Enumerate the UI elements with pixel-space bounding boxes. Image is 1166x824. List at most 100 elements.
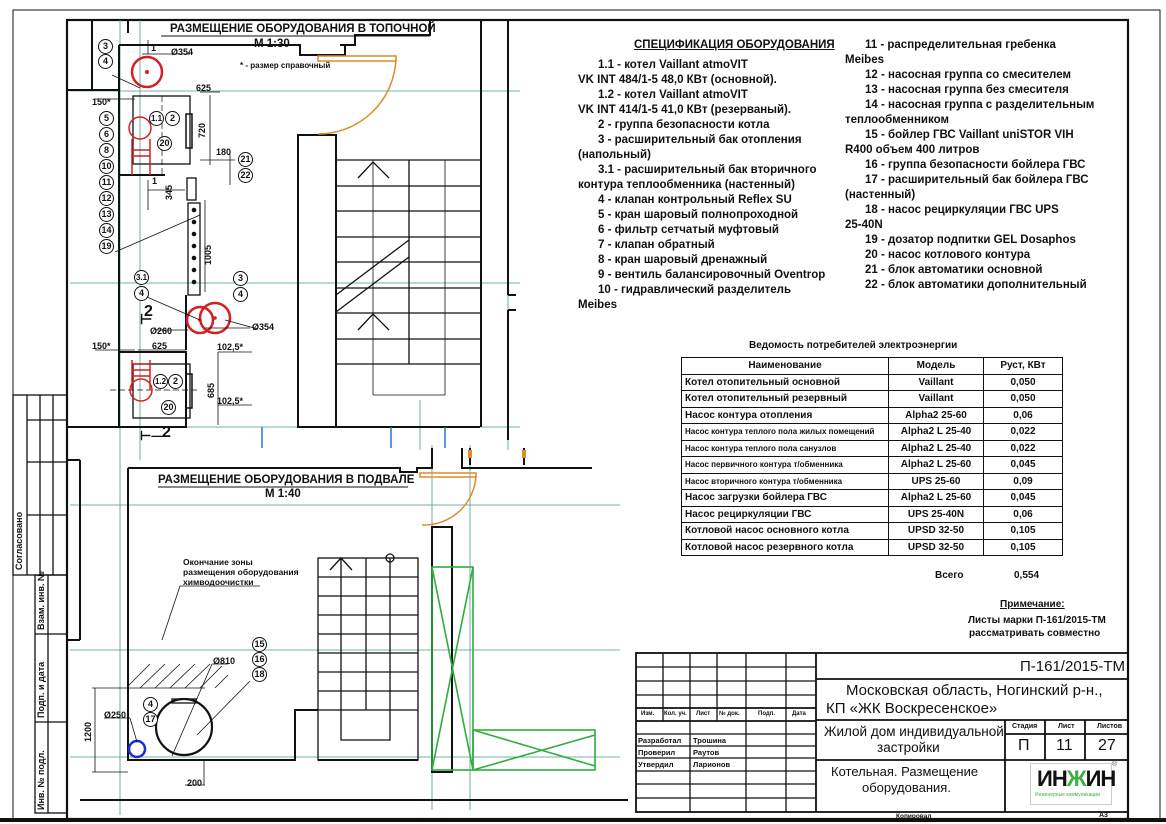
spec-item: Meibes (845, 54, 884, 66)
consumer-model: Vaillant (888, 390, 984, 408)
consumer-name: Котел отопительный резервный (681, 390, 889, 408)
spec-item: 15 - бойлер ГВС Vaillant uniSTOR VIH (865, 129, 1074, 141)
col-header: № док. (719, 711, 740, 717)
spec-item: теплообменником (845, 114, 949, 126)
spec-item: Meibes (578, 299, 617, 311)
lower-plan-scale: М 1:40 (265, 488, 301, 500)
callout-bubble: 17 (143, 712, 158, 727)
specification-title: СПЕЦИФИКАЦИЯ ОБОРУДОВАНИЯ (634, 39, 835, 51)
callout-bubble: 11 (99, 175, 114, 190)
boiler-2-outline (110, 351, 200, 428)
role-name: Трошина (693, 736, 727, 745)
spec-item: 2 - группа безопасности котла (598, 119, 770, 131)
location-line2: КП «ЖК Воскресенское» (826, 700, 998, 717)
dim-label: 1200 (83, 721, 93, 742)
spec-item: 5 - кран шаровый полнопроходной (598, 209, 799, 221)
tank-354-center (213, 316, 217, 320)
callout-bubble: 2 (165, 111, 180, 126)
dim-label: 150* (92, 97, 111, 107)
dim-label: Ø260 (150, 326, 173, 336)
callout-bubble: 18 (252, 667, 267, 682)
location-line1: Московская область, Ногинский р-н., (846, 682, 1103, 699)
zone-note-line: химводоочистки (183, 577, 254, 587)
zone-note-line: размещения оборудования (183, 567, 299, 577)
object-line2: застройки (877, 740, 940, 755)
dim-label: 150* (92, 341, 111, 351)
side-label-inv-no: Инв. № подл. (36, 750, 46, 810)
upper-door (317, 55, 397, 135)
callout-bubble: 12 (99, 191, 114, 206)
tank-354-top-center (145, 70, 149, 74)
dim-label: 625 (152, 341, 168, 351)
callout-bubble: 8 (99, 143, 114, 158)
dim-label: Ø250 (104, 710, 127, 720)
col-header-name: Наименование (681, 357, 889, 375)
col-header: Подп. (758, 711, 775, 717)
callout-bubble: 15 (252, 637, 267, 652)
callout-bubble: 5 (99, 111, 114, 126)
spec-item: 10 - гидравлический разделитель (598, 284, 792, 296)
hatched-zone (127, 663, 229, 689)
callout-bubble: 14 (99, 223, 114, 238)
tank-260-mid (185, 305, 215, 335)
callout-bubble: 13 (99, 207, 114, 222)
consumer-model: Alpha2 L 25-60 (888, 489, 984, 507)
dim-label: Ø354 (171, 47, 194, 57)
dim-label: 720 (197, 122, 207, 138)
agreed-label: Согласовано (14, 511, 24, 570)
format-label: А3 (1099, 812, 1108, 819)
dim-label: 102,5* (217, 396, 244, 406)
title-block-grid (635, 652, 1129, 813)
consumer-model: UPS 25-40N (888, 505, 984, 523)
role-name: Ларионов (693, 760, 731, 769)
dim-label: 180 (216, 147, 232, 157)
col-header-power: Pуст, КВт (983, 357, 1063, 375)
consumer-name: Котловой насос резервного котла (681, 538, 889, 556)
consumer-model: Alpha2 L 25-40 (888, 439, 984, 457)
section-mark-top: 2 (144, 303, 153, 320)
sheet-label: Лист (1058, 723, 1075, 730)
lower-door (419, 472, 477, 526)
boiler-2-pump (129, 360, 153, 402)
total-value: 0,554 (1014, 570, 1040, 581)
upper-plan-title: РАЗМЕЩЕНИЕ ОБОРУДОВАНИЯ В ТОПОЧНОЙ (170, 23, 436, 35)
col-header: Лист (696, 711, 711, 717)
spec-item: 1.2 - котел Vaillant atmoVIT (598, 89, 748, 101)
spec-item: контура теплообменника (настенный) (578, 179, 795, 191)
consumer-power: 0,045 (983, 456, 1063, 474)
dim-label: 1005 (203, 244, 213, 265)
tank-354-mid (198, 301, 232, 335)
manifold-dots (191, 207, 197, 285)
spec-item: 18 - насос рециркуляции ГВС UPS (865, 204, 1059, 216)
dhw-boiler-tank (154, 697, 214, 757)
callout-bubble: 4 (98, 54, 113, 69)
revision-grid (636, 653, 816, 812)
spec-item: 3 - расширительный бак отопления (598, 134, 802, 146)
consumer-power: 0,09 (983, 472, 1063, 490)
stage-value: П (1018, 737, 1030, 754)
dim-label: Ø354 (252, 322, 275, 332)
role-label: Проверил (638, 748, 676, 757)
registered-icon: ® (1111, 761, 1117, 768)
col-header: Кол. уч. (664, 711, 687, 717)
dim-label: 625 (196, 83, 212, 93)
dim-label: 200 (187, 778, 203, 788)
power-consumers-table: Наименование Модель Pуст, КВт Котел отоп… (681, 357, 1063, 556)
consumer-power: 0,045 (983, 489, 1063, 507)
callout-bubble: 4 (134, 286, 149, 301)
spec-item: 16 - группа безопасности бойлера ГВС (865, 159, 1086, 171)
spec-item: 13 - насосная группа без смесителя (865, 84, 1069, 96)
callout-bubble: 3.1 (134, 270, 149, 285)
spec-item: 19 - дозатор подпитки GEL Dosaphos (865, 234, 1076, 246)
consumer-name: Насос загрузки бойлера ГВС (681, 489, 889, 507)
spec-item: (напольный) (578, 149, 651, 161)
zone-note: Окончание зоны размещения оборудования х… (183, 557, 299, 587)
object-line1: Жилой дом индивидуальной (824, 724, 1004, 739)
note-line: Листы марки П-161/2015-ТМ (968, 615, 1106, 626)
